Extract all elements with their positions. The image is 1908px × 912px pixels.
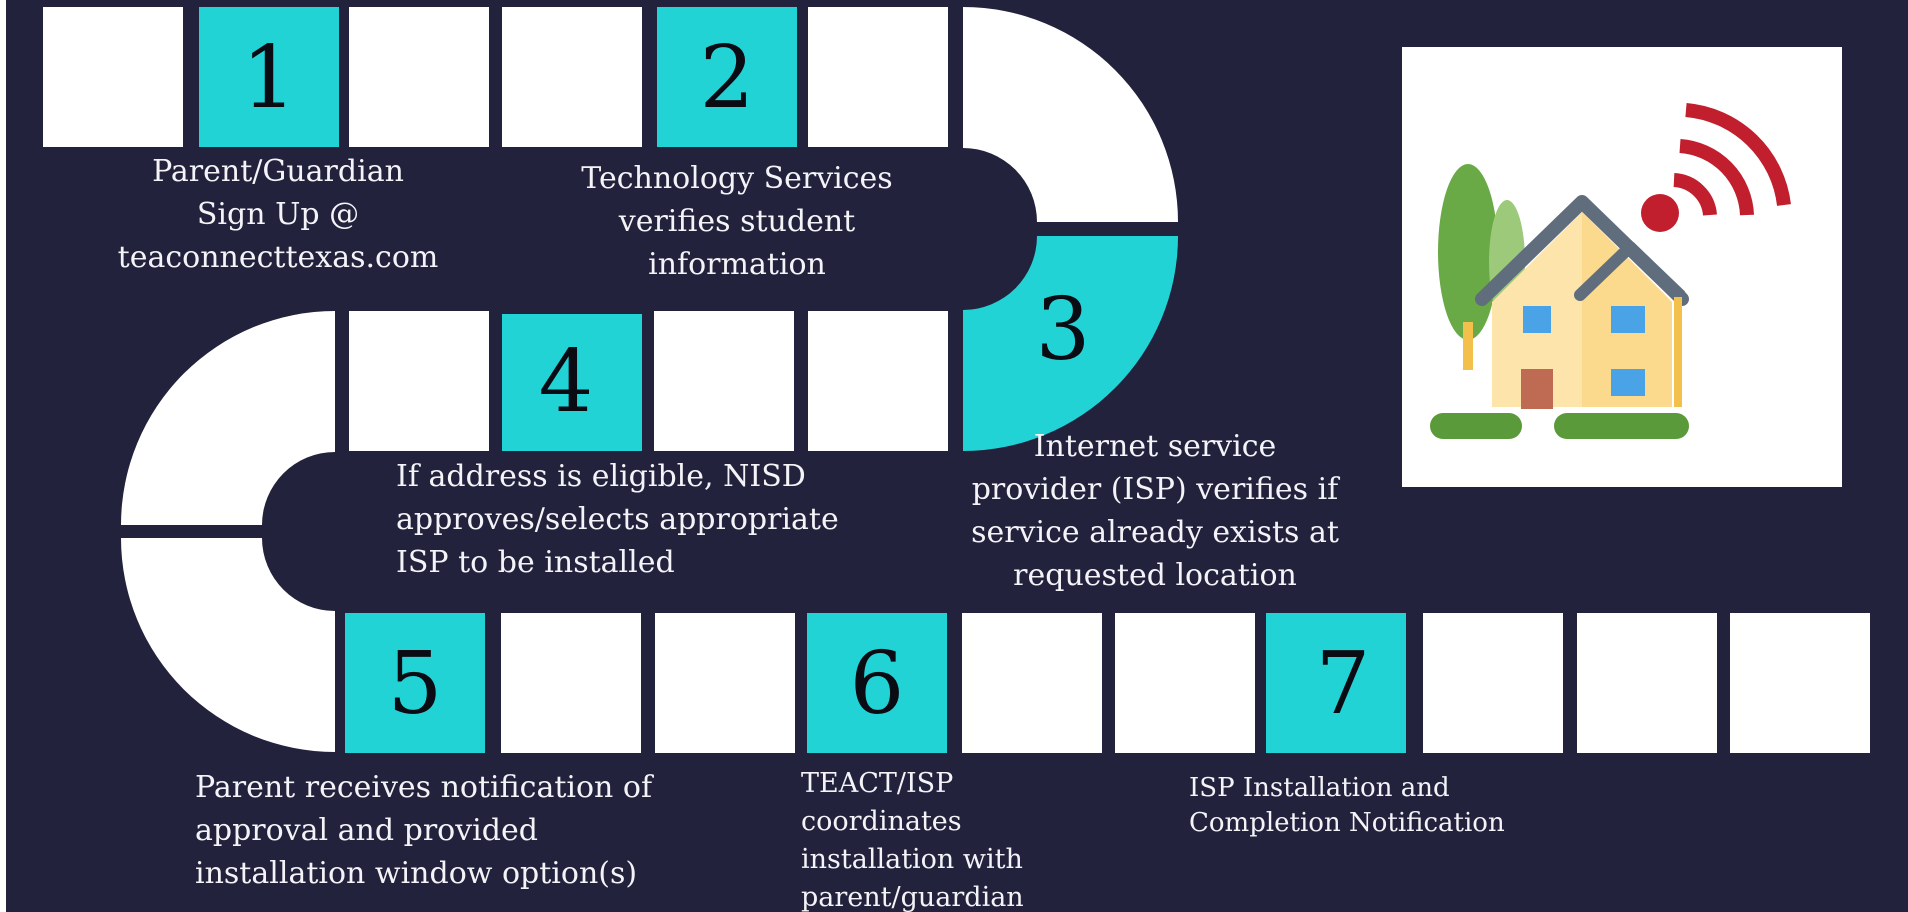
step-number-5: 5 [388, 634, 443, 734]
window-icon [1611, 306, 1645, 333]
step-caption-4: If address is eligible, NISD approves/se… [396, 455, 896, 584]
caption-line: installation window option(s) [195, 856, 638, 891]
caption-line: teaconnecttexas.com [117, 240, 439, 275]
caption-line: ISP Installation and [1189, 773, 1450, 803]
step-caption-6: TEACT/ISP coordinates installation with … [801, 765, 1061, 912]
path-tile [349, 7, 489, 147]
step-caption-5: Parent receives notification of approval… [195, 766, 715, 895]
path-tile [1577, 613, 1717, 753]
step-tile-3 [963, 236, 1178, 451]
path-tile [808, 7, 948, 147]
wifi-arc [1685, 103, 1791, 206]
caption-line: TEACT/ISP [801, 768, 954, 799]
path-tile [655, 613, 795, 753]
door-icon [1521, 369, 1553, 409]
lawn [1430, 413, 1522, 439]
path-tile [808, 311, 948, 451]
step-caption-1: Parent/Guardian Sign Up @ teaconnecttexa… [98, 150, 458, 279]
caption-line: Parent/Guardian [152, 154, 404, 189]
step-number-1: 1 [242, 28, 297, 128]
step-caption-2: Technology Services verifies student inf… [547, 157, 927, 286]
caption-line: Internet service [1033, 429, 1277, 464]
wifi-arc [1679, 139, 1754, 216]
caption-line: ISP to be installed [396, 545, 675, 580]
step-tile-4 [502, 314, 642, 451]
caption-line: Completion Notification [1189, 808, 1505, 838]
caption-line: provider (ISP) verifies if [971, 472, 1339, 507]
path-curve-left-top [121, 311, 335, 525]
caption-line: parent/guardian [801, 882, 1024, 912]
wifi-dot [1641, 194, 1679, 232]
house-illustration-card [1402, 47, 1842, 487]
caption-line: Technology Services [581, 161, 893, 196]
path-tile [501, 613, 641, 753]
path-tile [1423, 613, 1563, 753]
step-number-2: 2 [700, 28, 755, 128]
path-tile [1730, 613, 1870, 753]
step-number-4: 4 [539, 332, 594, 432]
path-tile [654, 311, 794, 451]
step-tile-6 [807, 613, 947, 753]
tree-icon [1438, 164, 1498, 340]
step-number-3: 3 [1036, 280, 1091, 380]
caption-line: verifies student [618, 204, 856, 239]
step-tile-2 [657, 7, 797, 147]
step-tile-1 [199, 7, 339, 147]
wifi-arc [1673, 173, 1717, 216]
caption-line: approval and provided [195, 813, 538, 848]
caption-line: approves/selects appropriate [396, 502, 839, 537]
caption-line: information [648, 247, 826, 282]
caption-line: service already exists at [971, 515, 1339, 550]
step-caption-3: Internet service provider (ISP) verifies… [945, 425, 1365, 597]
step-number-7: 7 [1316, 634, 1371, 734]
step-tile-7 [1266, 613, 1406, 753]
step-number-6: 6 [850, 634, 905, 734]
window-icon [1523, 306, 1551, 333]
path-curve-left-bottom [121, 538, 335, 752]
window-icon [1611, 369, 1645, 396]
path-tile [349, 311, 489, 451]
step-tile-5 [345, 613, 485, 753]
path-tile [43, 7, 183, 147]
caption-line: coordinates [801, 806, 962, 837]
caption-line: Sign Up @ [196, 197, 360, 232]
house-wifi-icon [1430, 103, 1791, 439]
step-caption-7: ISP Installation and Completion Notifica… [1189, 771, 1549, 841]
path-tile [502, 7, 642, 147]
path-tile [1115, 613, 1255, 753]
caption-line: If address is eligible, NISD [396, 459, 806, 494]
caption-line: requested location [1013, 558, 1297, 593]
path-tile [962, 613, 1102, 753]
path-curve-top [963, 7, 1178, 222]
caption-line: installation with [801, 844, 1023, 875]
caption-line: Parent receives notification of [195, 770, 653, 805]
